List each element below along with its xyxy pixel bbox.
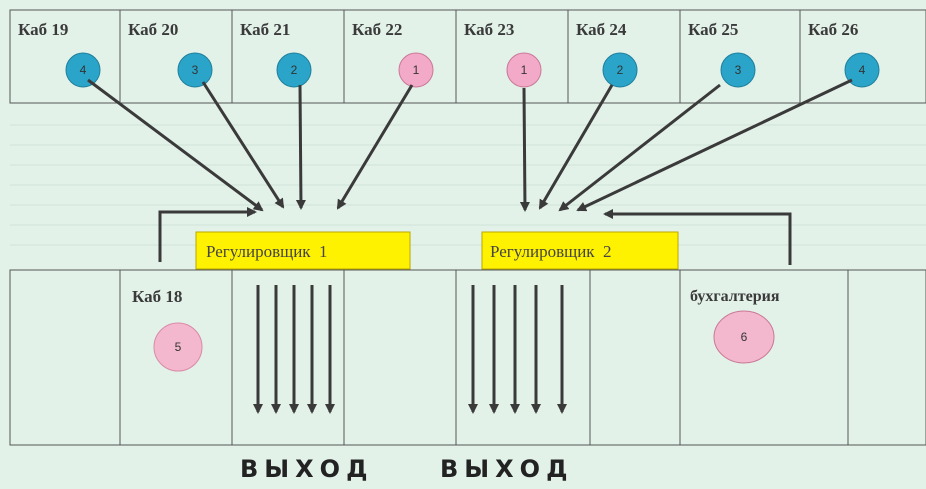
exit-label-1: ВЫХОД [240, 455, 373, 483]
room-25: Каб 25 3 [688, 20, 756, 88]
room-label: Каб 26 [808, 20, 858, 39]
arrow-room18 [158, 207, 257, 262]
room-count: 2 [617, 63, 624, 77]
regulator-1-label: Регулировщик 1 [206, 242, 328, 261]
regulator-1-box [195, 231, 411, 270]
room-marker [65, 52, 101, 88]
regulator-1: Регулировщик 1 [195, 231, 411, 270]
exit-arrows-left [253, 285, 335, 414]
room-23: Каб 23 1 [464, 20, 542, 88]
room-label: Каб 21 [240, 20, 290, 39]
room-marker [720, 52, 756, 88]
room-marker [398, 52, 434, 88]
room-20: Каб 20 3 [128, 20, 213, 88]
corridor-lines [10, 124, 926, 246]
room-label: Каб 23 [464, 20, 514, 39]
arrow-room19 [87, 78, 264, 212]
bottom-rooms-walls [9, 269, 926, 446]
room-label: Каб 20 [128, 20, 178, 39]
room-marker [276, 52, 312, 88]
room-marker [506, 52, 542, 88]
exit-arrows-right [468, 285, 567, 414]
top-rooms-walls [9, 9, 926, 104]
regulator-2: Регулировщик 2 [481, 231, 679, 270]
room-count: 4 [859, 63, 866, 77]
room-count: 3 [735, 63, 742, 77]
room-19: Каб 19 4 [18, 20, 101, 88]
room-21: Каб 21 2 [240, 20, 312, 88]
room-marker [844, 52, 880, 88]
room-18-label: Каб 18 [132, 287, 182, 306]
accounting-label: бухгалтерия [690, 288, 780, 305]
arrow-accounting [603, 209, 792, 265]
arrow-room22 [336, 84, 414, 210]
room-18-count: 5 [175, 340, 182, 354]
room-count: 3 [192, 63, 199, 77]
room-count: 2 [291, 63, 298, 77]
room-26: Каб 26 4 [808, 20, 880, 88]
regulator-2-label: Регулировщик 2 [490, 242, 612, 261]
room-label: Каб 25 [688, 20, 738, 39]
room-marker [177, 52, 213, 88]
accounting-room: бухгалтерия 6 [690, 288, 780, 364]
arrow-room23 [519, 87, 530, 212]
room-label: Каб 22 [352, 20, 402, 39]
arrow-room24 [538, 84, 614, 210]
exit-label-2: ВЫХОД [440, 455, 573, 483]
room-count: 4 [80, 63, 87, 77]
room-18-marker [153, 322, 203, 372]
room-label: Каб 24 [576, 20, 627, 39]
room-24: Каб 24 2 [576, 20, 638, 88]
accounting-count: 6 [741, 330, 748, 344]
arrow-room26 [576, 78, 853, 212]
room-18: Каб 18 5 [132, 287, 203, 372]
inbound-arrows [87, 78, 853, 265]
room-label: Каб 19 [18, 20, 68, 39]
room-marker [602, 52, 638, 88]
arrow-room25 [558, 83, 721, 212]
arrow-room20 [201, 81, 285, 209]
accounting-marker [713, 310, 775, 364]
room-count: 1 [521, 63, 528, 77]
arrow-room21 [295, 84, 306, 210]
regulator-2-box [481, 231, 679, 270]
room-22: Каб 22 1 [352, 20, 434, 88]
room-count: 1 [413, 63, 420, 77]
